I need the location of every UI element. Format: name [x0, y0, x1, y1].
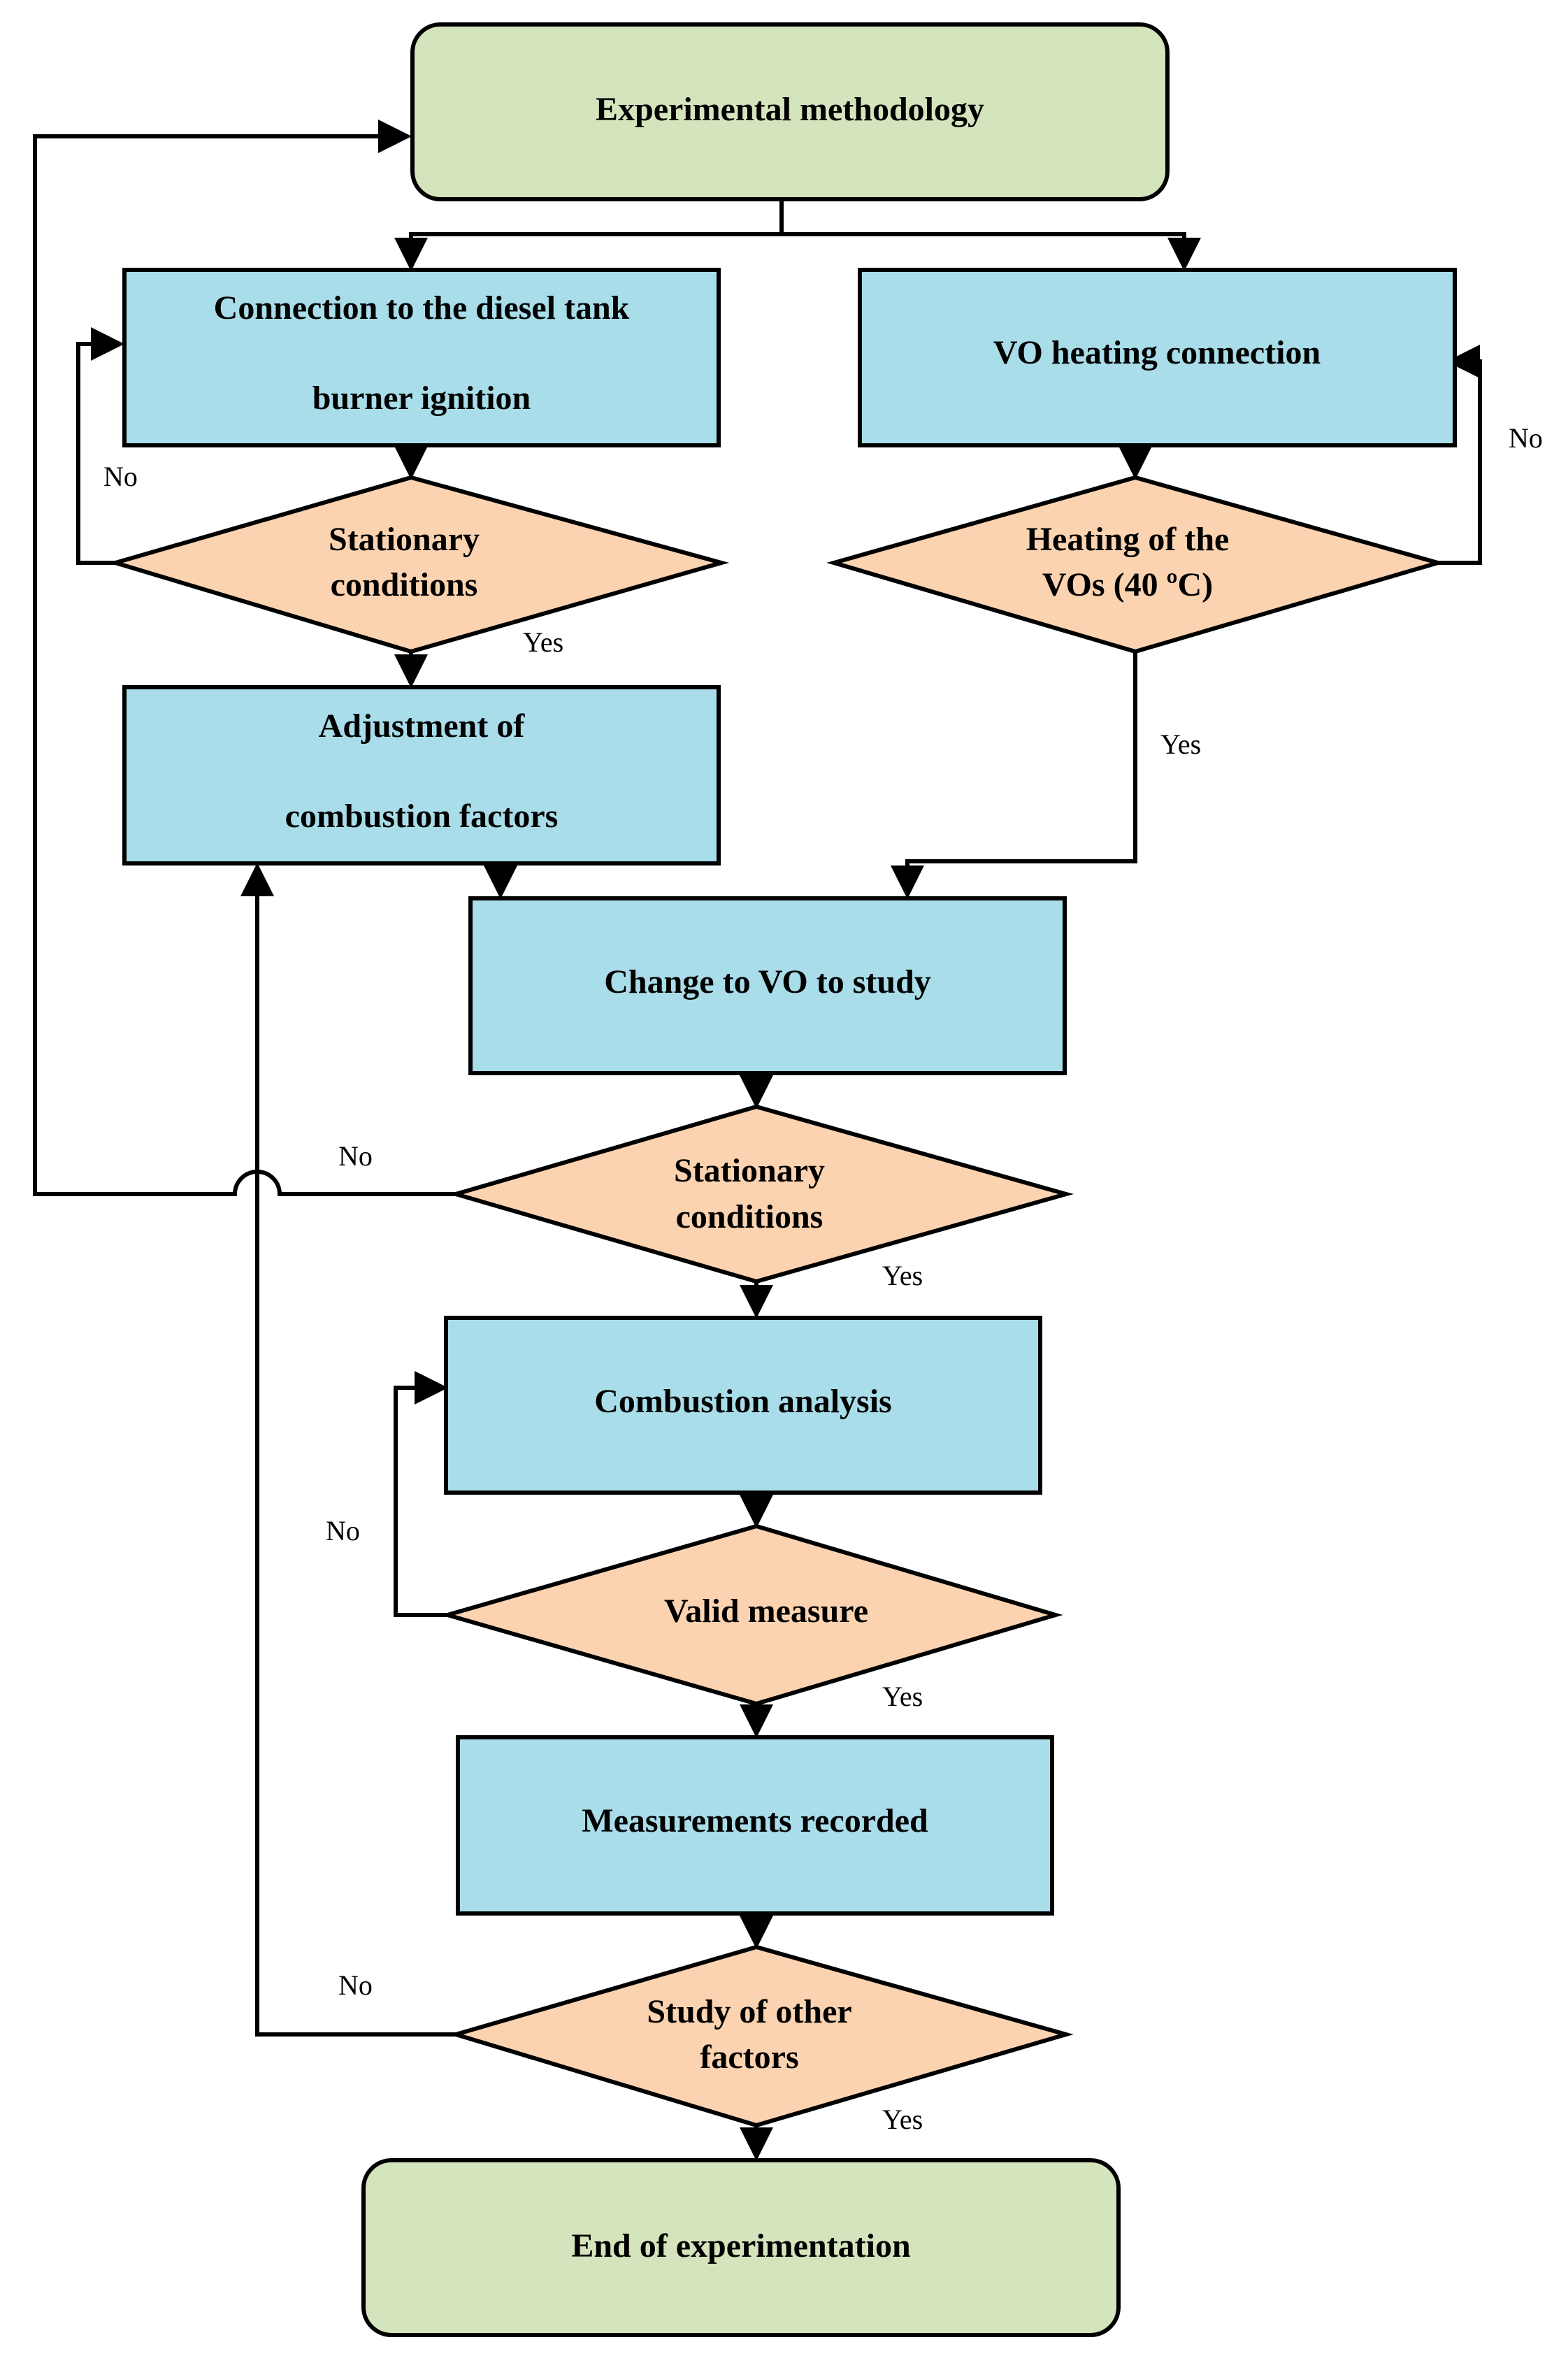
node-recorded-label: Measurements recorded [582, 1802, 928, 1839]
node-recorded: Measurements recorded [456, 1735, 1054, 1916]
node-stationary2-label-line1: Stationary [674, 1152, 825, 1189]
edge-label-no-stationary2: No [338, 1140, 373, 1172]
node-start: Experimental methodology [410, 22, 1170, 201]
node-valid: Valid measure [440, 1523, 1063, 1707]
node-combustion: Combustion analysis [444, 1316, 1042, 1495]
edge-label-no-valid: No [326, 1515, 360, 1546]
connector-heating-yes-to-change [891, 650, 1137, 899]
node-change-vo-label: Change to VO to study [604, 963, 931, 1000]
edge-label-no-heating: No [1509, 422, 1543, 454]
node-end-label: End of experimentation [571, 2227, 910, 2264]
connector-start-to-vo-heating [782, 232, 1201, 271]
connector-other-no-to-adjustment [240, 863, 456, 2037]
edge-label-yes-other: Yes [882, 2104, 923, 2135]
edge-labels: No Yes No Yes No Yes No Yes No Yes [103, 422, 1543, 2135]
edge-label-no-stationary1: No [103, 461, 138, 492]
node-vo-heating-label: VO heating connection [993, 334, 1321, 371]
node-stationary1-label-line2: conditions [331, 566, 478, 603]
node-diesel: Connection to the diesel tank burner ign… [122, 268, 721, 447]
node-stationary2: Stationary conditions [448, 1104, 1074, 1284]
node-change-vo: Change to VO to study [468, 896, 1067, 1075]
node-stationary2-label-line2: conditions [676, 1198, 823, 1235]
node-start-label: Experimental methodology [596, 91, 984, 128]
node-valid-label: Valid measure [664, 1593, 868, 1630]
node-adjustment-label-line2: combustion factors [285, 798, 559, 835]
edge-label-yes-valid: Yes [882, 1681, 923, 1712]
node-other-label-line1: Study of other [647, 1993, 851, 2030]
node-other: Study of other factors [448, 1944, 1074, 2128]
node-combustion-label: Combustion analysis [594, 1383, 891, 1420]
edge-label-yes-stationary1: Yes [523, 626, 563, 658]
node-other-label-line2: factors [700, 2039, 798, 2076]
connector-heating-no-loop [1438, 345, 1482, 565]
connector-stationary1-no-loop [76, 327, 124, 565]
node-vo-heating: VO heating connection [858, 268, 1457, 447]
node-stationary1-label-line1: Stationary [329, 521, 480, 558]
connector-valid-no-loop [394, 1371, 448, 1617]
node-diesel-label-line2: burner ignition [312, 380, 531, 417]
connector-stationary2-no-to-start [33, 120, 456, 1196]
node-diesel-label-line1: Connection to the diesel tank [214, 289, 630, 326]
edge-label-no-other: No [338, 1969, 373, 2001]
edge-label-yes-heating: Yes [1160, 728, 1201, 760]
node-heating-vos: Heating of the VOs (40 ºC) [826, 475, 1446, 654]
node-heating-vos-label-line2: VOs (40 ºC) [1042, 566, 1213, 603]
connector-start-split [394, 199, 784, 271]
node-adjustment-label-line1: Adjustment of [319, 708, 526, 745]
node-end: End of experimentation [361, 2158, 1121, 2337]
edge-label-yes-stationary2: Yes [882, 1260, 923, 1291]
connectors [33, 120, 1482, 2161]
node-adjustment: Adjustment of combustion factors [122, 685, 721, 866]
node-stationary1: Stationary conditions [108, 475, 730, 654]
node-heating-vos-label-line1: Heating of the [1026, 521, 1230, 558]
